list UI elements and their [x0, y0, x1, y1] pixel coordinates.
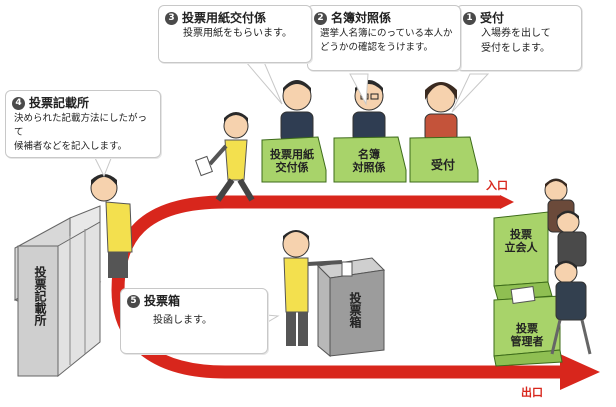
callout-booth: 4 投票記載所 決められた記載方法にしたがって 候補者などを記入します。 [5, 90, 161, 158]
bubble-tail-1 [451, 73, 490, 113]
step-text: 入場券を出して 受付をします。 [481, 28, 551, 54]
manager-label: 投票 管理者 [510, 322, 544, 349]
ballot-box-label: 投票箱 [348, 292, 362, 328]
step-text: 投函します。 [153, 315, 212, 327]
desk-register-check [333, 136, 407, 183]
step-number: 4 [12, 97, 25, 111]
voting-booth [13, 205, 102, 378]
desk-label-ballot-issue: 投票用紙 交付係 [270, 148, 314, 175]
voter-walking [194, 112, 255, 202]
callout-ballot-box: 5 投票箱 投函します。 [120, 288, 268, 354]
desk-reception [409, 136, 479, 183]
step-number: 3 [165, 12, 178, 26]
step-title: 投票用紙交付係 [182, 11, 267, 25]
step-number: 5 [127, 295, 140, 309]
flow-arrow [111, 195, 565, 379]
desk-ballot-issue [261, 136, 327, 183]
callout-reception: 1 受付 入場券を出して 受付をします。 [456, 5, 582, 71]
bubble-tail-4 [93, 155, 113, 178]
flow-arrow-entry-tail [500, 195, 514, 209]
step-title: 名簿対照係 [331, 11, 392, 25]
voter-at-booth [90, 174, 133, 278]
ballot-box [316, 257, 386, 358]
manager-desk [493, 285, 563, 367]
callout-ballot-issue: 3 投票用紙交付係 投票用紙をもらいます。 [158, 5, 312, 63]
step-title: 受付 [480, 11, 505, 25]
witness-people [544, 178, 592, 355]
entrance-label: 入口 [486, 179, 508, 192]
desk-label-register-check: 名簿 対照係 [352, 148, 386, 175]
step-text: 決められた記載方法にしたがって 候補者などを記入します。 [14, 113, 148, 152]
exit-arrowhead [560, 354, 600, 390]
bubble-tail-3 [244, 61, 283, 105]
official-ballot-issue [280, 80, 314, 143]
official-reception [424, 82, 458, 143]
booth-label: 投票記載所 [33, 266, 47, 326]
step-text: 選挙人名簿にのっている本人か どうかの確認をうけます。 [320, 28, 453, 54]
exit-label: 出口 [521, 386, 543, 399]
voter-casting [282, 230, 343, 346]
step-number: 2 [314, 12, 327, 26]
step-text: 投票用紙をもらいます。 [183, 28, 292, 40]
witness-desk [493, 211, 553, 301]
bubble-tail-2 [349, 73, 369, 106]
witness-label: 投票 立会人 [504, 228, 538, 255]
desk-label-reception: 受付 [430, 158, 455, 172]
step-title: 投票箱 [144, 294, 181, 308]
step-title: 投票記載所 [29, 96, 90, 110]
callout-register-check: 2 名簿対照係 選挙人名簿にのっている本人か どうかの確認をうけます。 [307, 5, 461, 71]
step-number: 1 [463, 12, 476, 26]
